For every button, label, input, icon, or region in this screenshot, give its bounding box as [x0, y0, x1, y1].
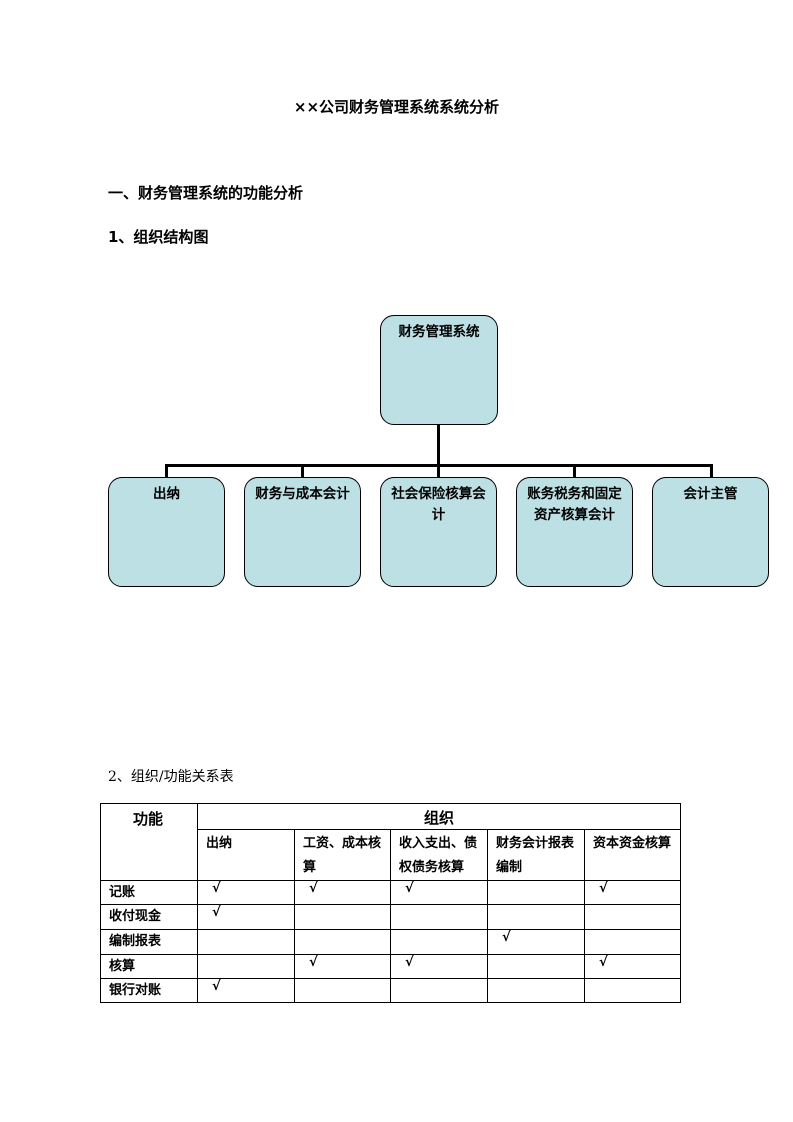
connector-child-3: [437, 464, 440, 477]
section-heading-1-1: 1、组织结构图: [108, 228, 209, 246]
connector-child-2: [301, 464, 304, 477]
org-node-social-insurance: 社会保险核算会计: [380, 477, 497, 587]
table-row: 银行对账 √: [100, 978, 681, 1003]
table-cell: √: [197, 880, 295, 905]
table-col-header: 资本资金核算: [584, 829, 681, 881]
table-cell: √: [294, 954, 391, 979]
org-node-cost-accounting: 财务与成本会计: [244, 477, 361, 587]
table-cell: √: [390, 880, 488, 905]
table-cell: [584, 904, 681, 930]
document-title: ××公司财务管理系统系统分析: [293, 98, 500, 116]
table-row-label: 银行对账: [100, 978, 198, 1003]
table-cell: [294, 929, 391, 955]
table-cell: √: [197, 904, 295, 930]
table-row-label: 核算: [100, 954, 198, 979]
table-col-header: 财务会计报表编制: [487, 829, 585, 881]
table-cell: [294, 978, 391, 1003]
table-cell: [294, 904, 391, 930]
table-row: 编制报表 √: [100, 929, 681, 955]
table-cell: [197, 929, 295, 955]
relation-table: 功能 组织 出纳 工资、成本核算 收入支出、债权债务核算 财务会计报表编制 资本…: [100, 803, 681, 1003]
table-row: 收付现金 √: [100, 904, 681, 930]
connector-child-5: [710, 464, 713, 477]
table-row-label: 编制报表: [100, 929, 198, 955]
connector-root-vertical: [437, 425, 440, 466]
table-cell: [584, 978, 681, 1003]
table-cell: [487, 904, 585, 930]
table-row-label: 记账: [100, 880, 198, 905]
section-heading-1: 一、财务管理系统的功能分析: [108, 184, 304, 202]
table-cell: √: [584, 954, 681, 979]
section-heading-1-2: 2、组织/功能关系表: [108, 769, 234, 785]
table-col-header: 工资、成本核算: [294, 829, 391, 881]
table-cell: [584, 929, 681, 955]
table-cell: √: [197, 978, 295, 1003]
table-row: 核算 √ √ √: [100, 954, 681, 979]
table-cell: √: [390, 954, 488, 979]
table-cell: [197, 954, 295, 979]
org-node-root: 财务管理系统: [380, 315, 498, 425]
table-cell: [390, 929, 488, 955]
connector-child-4: [573, 464, 576, 477]
org-node-tax-fixed-assets: 账务税务和固定资产核算会计: [516, 477, 633, 587]
table-header-organization: 组织: [197, 803, 681, 830]
table-cell: [390, 904, 488, 930]
table-cell: √: [584, 880, 681, 905]
connector-child-1: [165, 464, 168, 477]
table-header-function: 功能: [100, 803, 198, 881]
org-node-accounting-supervisor: 会计主管: [652, 477, 769, 587]
table-cell: [390, 978, 488, 1003]
table-row: 记账 √ √ √ √: [100, 880, 681, 905]
table-col-header: 出纳: [197, 829, 295, 881]
table-cell: √: [487, 929, 585, 955]
table-col-header: 收入支出、债权债务核算: [390, 829, 488, 881]
table-cell: [487, 978, 585, 1003]
org-node-cashier: 出纳: [108, 477, 225, 587]
table-cell: [487, 880, 585, 905]
table-cell: [487, 954, 585, 979]
table-cell: √: [294, 880, 391, 905]
table-row-label: 收付现金: [100, 904, 198, 930]
